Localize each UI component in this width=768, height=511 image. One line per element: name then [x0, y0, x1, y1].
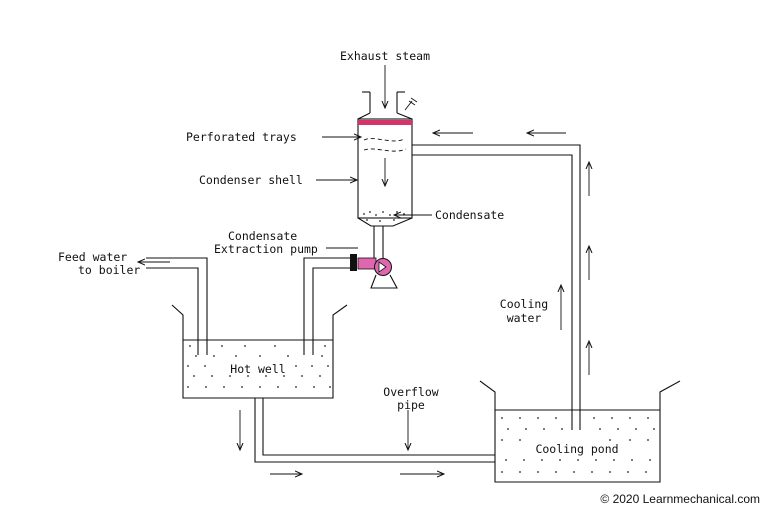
tray-spray-pattern: [363, 138, 407, 152]
feed-water-pipe: [138, 257, 208, 355]
label-cooling-water-line2: water: [507, 311, 542, 325]
label-hot-well: Hot well: [230, 362, 285, 376]
cooling-pond-tank: [479, 380, 681, 483]
label-pump-line1: Condensate: [228, 229, 297, 243]
condensate-dots: [363, 211, 405, 222]
label-perforated-trays: Perforated trays: [186, 130, 297, 144]
extraction-pump: [350, 254, 398, 289]
copyright-notice: © 2020 Learnmechanical.com: [600, 492, 760, 506]
condensate-outlet-pipe: [373, 226, 384, 258]
label-feed-water-line1: Feed water: [58, 250, 127, 264]
perforated-tray-band: [358, 120, 412, 125]
label-condenser-shell: Condenser shell: [199, 173, 303, 187]
pump-suction-pipe: [303, 257, 350, 355]
hot-well-water-dots: [187, 345, 331, 388]
label-overflow-line2: pipe: [397, 398, 425, 412]
hot-well-tank: [171, 304, 348, 399]
label-pump-line2: Extraction pump: [214, 242, 318, 256]
overflow-pipe: [254, 398, 495, 463]
cooling-water-pipe: [412, 144, 581, 430]
cooling-pond-water-dots: [501, 417, 655, 473]
label-cooling-pond: Cooling pond: [535, 442, 618, 456]
label-feed-water-line2: to boiler: [78, 263, 140, 277]
condenser-shell: [357, 91, 418, 227]
label-overflow-line1: Overflow: [383, 385, 438, 399]
label-exhaust-steam: Exhaust steam: [340, 49, 430, 63]
label-condensate: Condensate: [435, 208, 504, 222]
valve-handle: [350, 254, 357, 271]
label-cooling-water-line1: Cooling: [500, 297, 548, 311]
